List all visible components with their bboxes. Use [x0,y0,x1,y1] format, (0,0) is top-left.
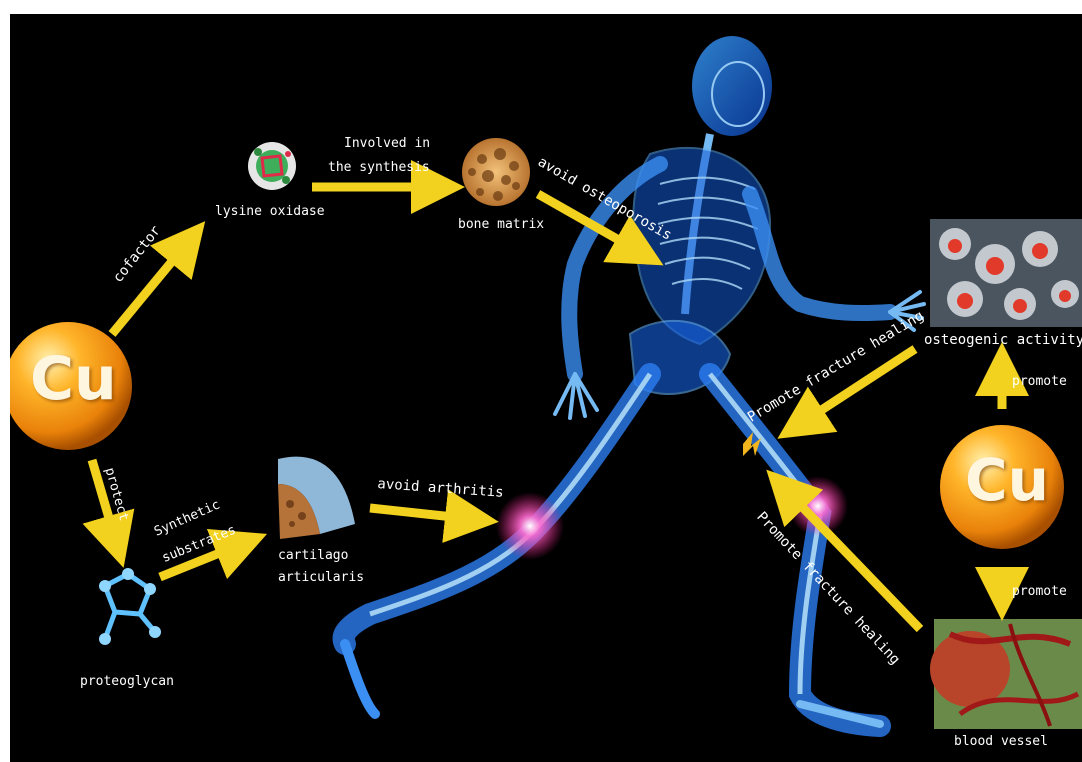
diagram-canvas: Cu Cu cofactor lysine oxidase Involved i… [10,14,1082,762]
label-proteoglycan: proteoglycan [80,674,174,690]
label-lysine-oxidase: lysine oxidase [215,204,325,220]
label-articularis: articularis [278,570,364,586]
label-blood-vessel: blood vessel [954,734,1048,750]
blood-vessel-icon [930,619,1082,729]
copper-sphere-icon [10,322,132,450]
running-skeleton-figure [344,36,924,726]
proteoglycan-icon [99,568,161,645]
cartilage-icon [278,457,355,539]
copper-sphere-icon [940,425,1064,549]
label-bone-matrix: bone matrix [458,217,544,233]
arrow-cofactor [112,242,188,334]
arrow-avoid-arthritis [370,508,472,519]
knee-glow-icon [496,492,564,560]
diagram-graphics [10,14,1082,762]
label-osteogenic-activity: osteogenic activity [924,332,1082,349]
osteogenic-cells-icon [930,219,1082,327]
label-promote-down: promote [1012,584,1067,600]
label-cartilago: cartilago [278,548,348,564]
lysine-oxidase-icon [248,142,296,190]
label-involved-in: Involved in [344,136,430,152]
label-promote-up: promote [1012,374,1067,390]
bone-matrix-icon [462,138,530,206]
label-the-synthesis: the synthesis [328,160,430,176]
